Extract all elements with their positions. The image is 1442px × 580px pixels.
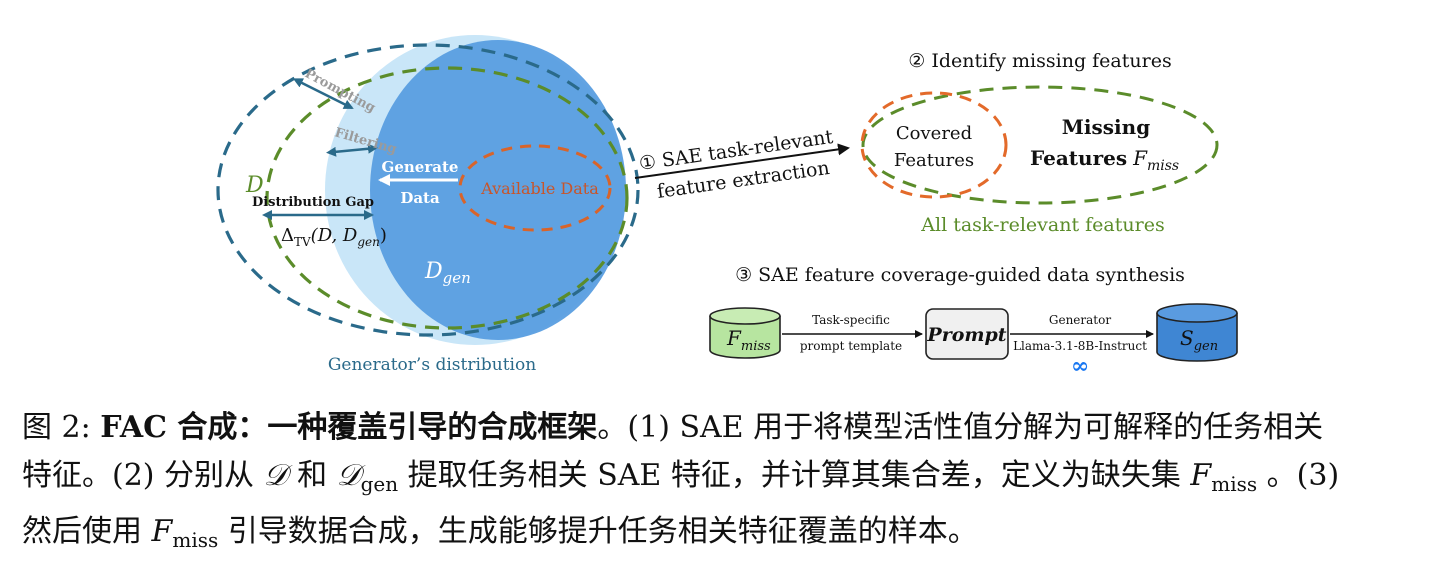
distribution-gap-label: Distribution Gap (252, 195, 374, 210)
caption-line2-d: 。(3) (1266, 458, 1340, 493)
generate-label-line1: Generate (382, 158, 459, 176)
generate-label-line2: Data (400, 189, 440, 207)
caption-line2-c: 提取任务相关 SAE 特征，并计算其集合差，定义为缺失集 (407, 458, 1181, 493)
d-ellipse (265, 66, 629, 330)
tv-delta: Δ (281, 225, 294, 246)
covered-features-ellipse (860, 91, 1008, 199)
meta-logo-icon: ∞ (1071, 353, 1089, 379)
tv-args-sub: gen (357, 235, 380, 249)
prompt-label: Prompt (926, 324, 1006, 346)
caption-line-1: 图 2: FAC 合成：一种覆盖引导的合成框架。(1) SAE 用于将模型活性值… (22, 404, 1422, 452)
llama-label: Llama-3.1-8B-Instruct (1013, 339, 1147, 353)
sgen-cylinder: Sgen (1156, 303, 1238, 362)
fmiss-main: F (726, 326, 742, 350)
missing-line1: Missing (1062, 115, 1150, 139)
step3-title: ③ SAE feature coverage-guided data synth… (735, 264, 1185, 286)
caption-script-d2: 𝒟 (336, 458, 361, 493)
dgen-main: D (424, 259, 443, 284)
step1-arrow (634, 143, 850, 179)
dgen-mid-region (370, 40, 626, 340)
task-specific-label: Task-specific (812, 313, 890, 327)
all-features-label: All task-relevant features (920, 214, 1164, 236)
caption-line3-a: 然后使用 (22, 514, 142, 549)
prompt-template-label: prompt template (800, 339, 902, 353)
all-features-ellipse (861, 85, 1219, 205)
sgen-label: Sgen (1180, 326, 1218, 354)
prompting-arrow (292, 78, 354, 110)
caption-f-italic: F (1190, 458, 1212, 493)
generators-distribution-label: Generator’s distribution (328, 355, 536, 375)
available-data-label: Available Data (480, 179, 599, 198)
caption-line-3: 然后使用 Fmiss 引导数据合成，生成能够提升任务相关特征覆盖的样本。 (22, 508, 1422, 564)
caption-line1-rest: 。(1) SAE 用于将模型活性值分解为可解释的任务相关 (597, 410, 1324, 445)
caption-gen-sub: gen (360, 472, 399, 496)
d-symbol: D (245, 173, 264, 198)
covered-line2: Features (894, 150, 974, 171)
missing-sub: miss (1147, 158, 1179, 174)
tv-args-open: (D, D (311, 225, 358, 246)
dgen-label: Dgen (424, 259, 471, 287)
dgen-sub: gen (443, 269, 471, 287)
caption-line2-b: 和 (297, 458, 328, 493)
generator-distribution-region (216, 35, 640, 345)
tv-sub: TV (294, 235, 311, 249)
sgen-sub: gen (1194, 339, 1218, 354)
step2-title: ② Identify missing features (908, 50, 1171, 72)
generator-outer-ellipse (216, 43, 640, 337)
covered-line1: Covered (896, 123, 972, 144)
caption-f-italic-2: F (151, 514, 173, 549)
generator-label: Generator (1049, 313, 1111, 327)
missing-f: F (1132, 146, 1148, 170)
caption-fig-label: 图 2: (22, 410, 91, 445)
fmiss-cylinder: Fmiss (709, 307, 781, 359)
tv-args-close: ) (380, 225, 387, 246)
sgen-main: S (1180, 326, 1194, 350)
available-data-ellipse (458, 144, 612, 232)
caption-line3-b: 引导数据合成，生成能够提升任务相关特征覆盖的样本。 (227, 514, 978, 549)
caption-line-2: 特征。(2) 分别从 𝒟 和 𝒟gen 提取任务相关 SAE 特征，并计算其集合… (22, 452, 1422, 508)
caption-miss-sub: miss (1211, 472, 1258, 496)
figure-diagram: Prompting Filtering Generate Data Availa… (216, 35, 1238, 379)
caption-miss-sub-2: miss (172, 528, 219, 552)
fmiss-sub: miss (741, 339, 771, 354)
fmiss-label: Fmiss (726, 326, 771, 354)
caption-script-d: 𝒟 (263, 458, 288, 493)
figure-caption: 图 2: FAC 合成：一种覆盖引导的合成框架。(1) SAE 用于将模型活性值… (22, 404, 1422, 564)
caption-bold-title: FAC 合成：一种覆盖引导的合成框架 (100, 410, 598, 445)
tv-distance-expression: ΔTV(D, Dgen) (281, 225, 387, 249)
filtering-arrow (326, 143, 378, 157)
prompt-box (925, 308, 1009, 360)
caption-line2-a: 特征。(2) 分别从 (22, 458, 255, 493)
missing-features-word: Features (1030, 146, 1127, 170)
